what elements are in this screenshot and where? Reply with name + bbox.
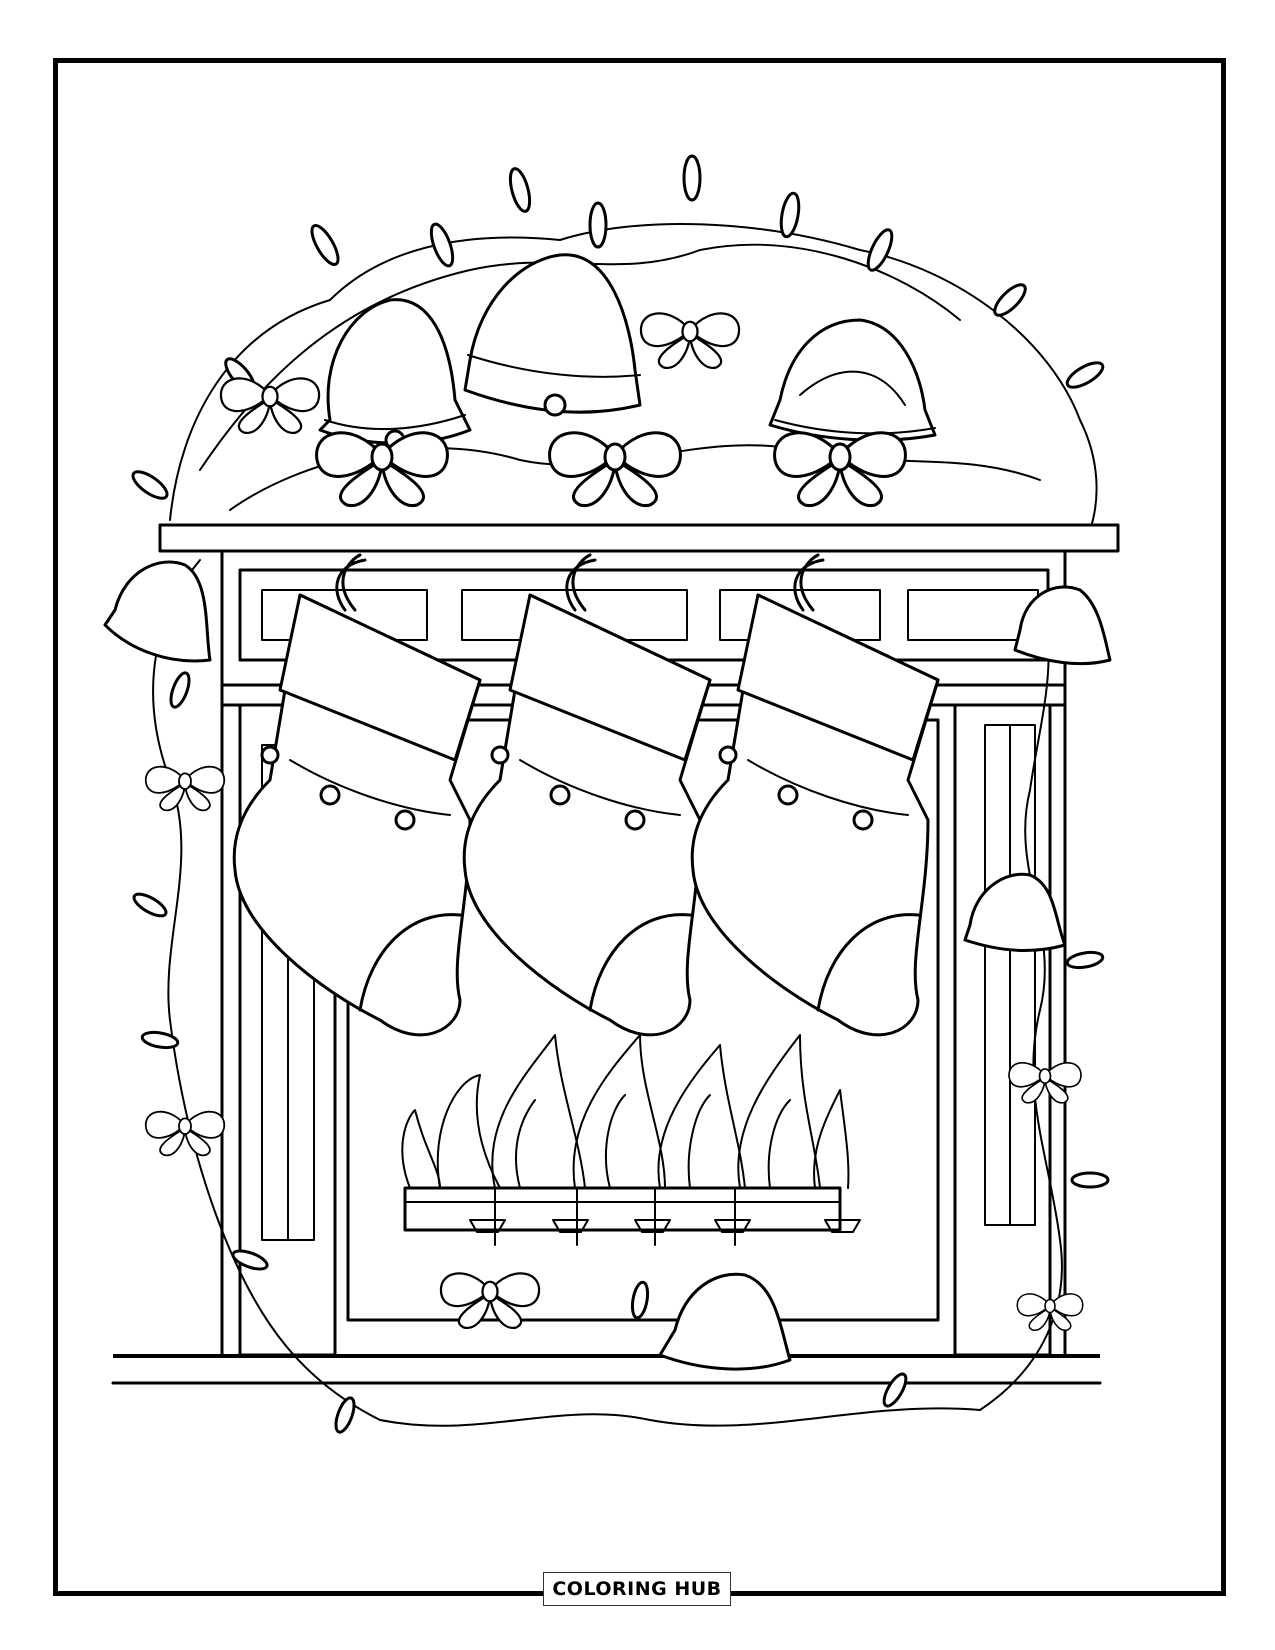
mantel-bows xyxy=(219,312,907,507)
mantel-bell-center xyxy=(463,253,642,417)
stocking-center xyxy=(462,553,712,1037)
fire xyxy=(401,1034,861,1246)
mantel-bell-left xyxy=(318,298,472,451)
stocking-left xyxy=(232,553,482,1037)
string-light-bulbs xyxy=(131,154,1105,500)
mantel-garland xyxy=(131,154,1105,531)
mantel-shelf xyxy=(158,523,1120,553)
side-garlands xyxy=(103,559,1112,1434)
bell-right-upper xyxy=(1013,585,1112,666)
coloring-hub-logo: COLORING HUB xyxy=(543,1572,731,1606)
stockings xyxy=(232,553,940,1037)
bell-right-middle xyxy=(963,872,1067,952)
mantel-bell-right xyxy=(768,318,937,442)
stocking-right xyxy=(690,553,940,1037)
bell-bottom xyxy=(658,1272,792,1371)
bell-left-side xyxy=(103,560,212,663)
logo-text: COLORING HUB xyxy=(552,1578,722,1600)
